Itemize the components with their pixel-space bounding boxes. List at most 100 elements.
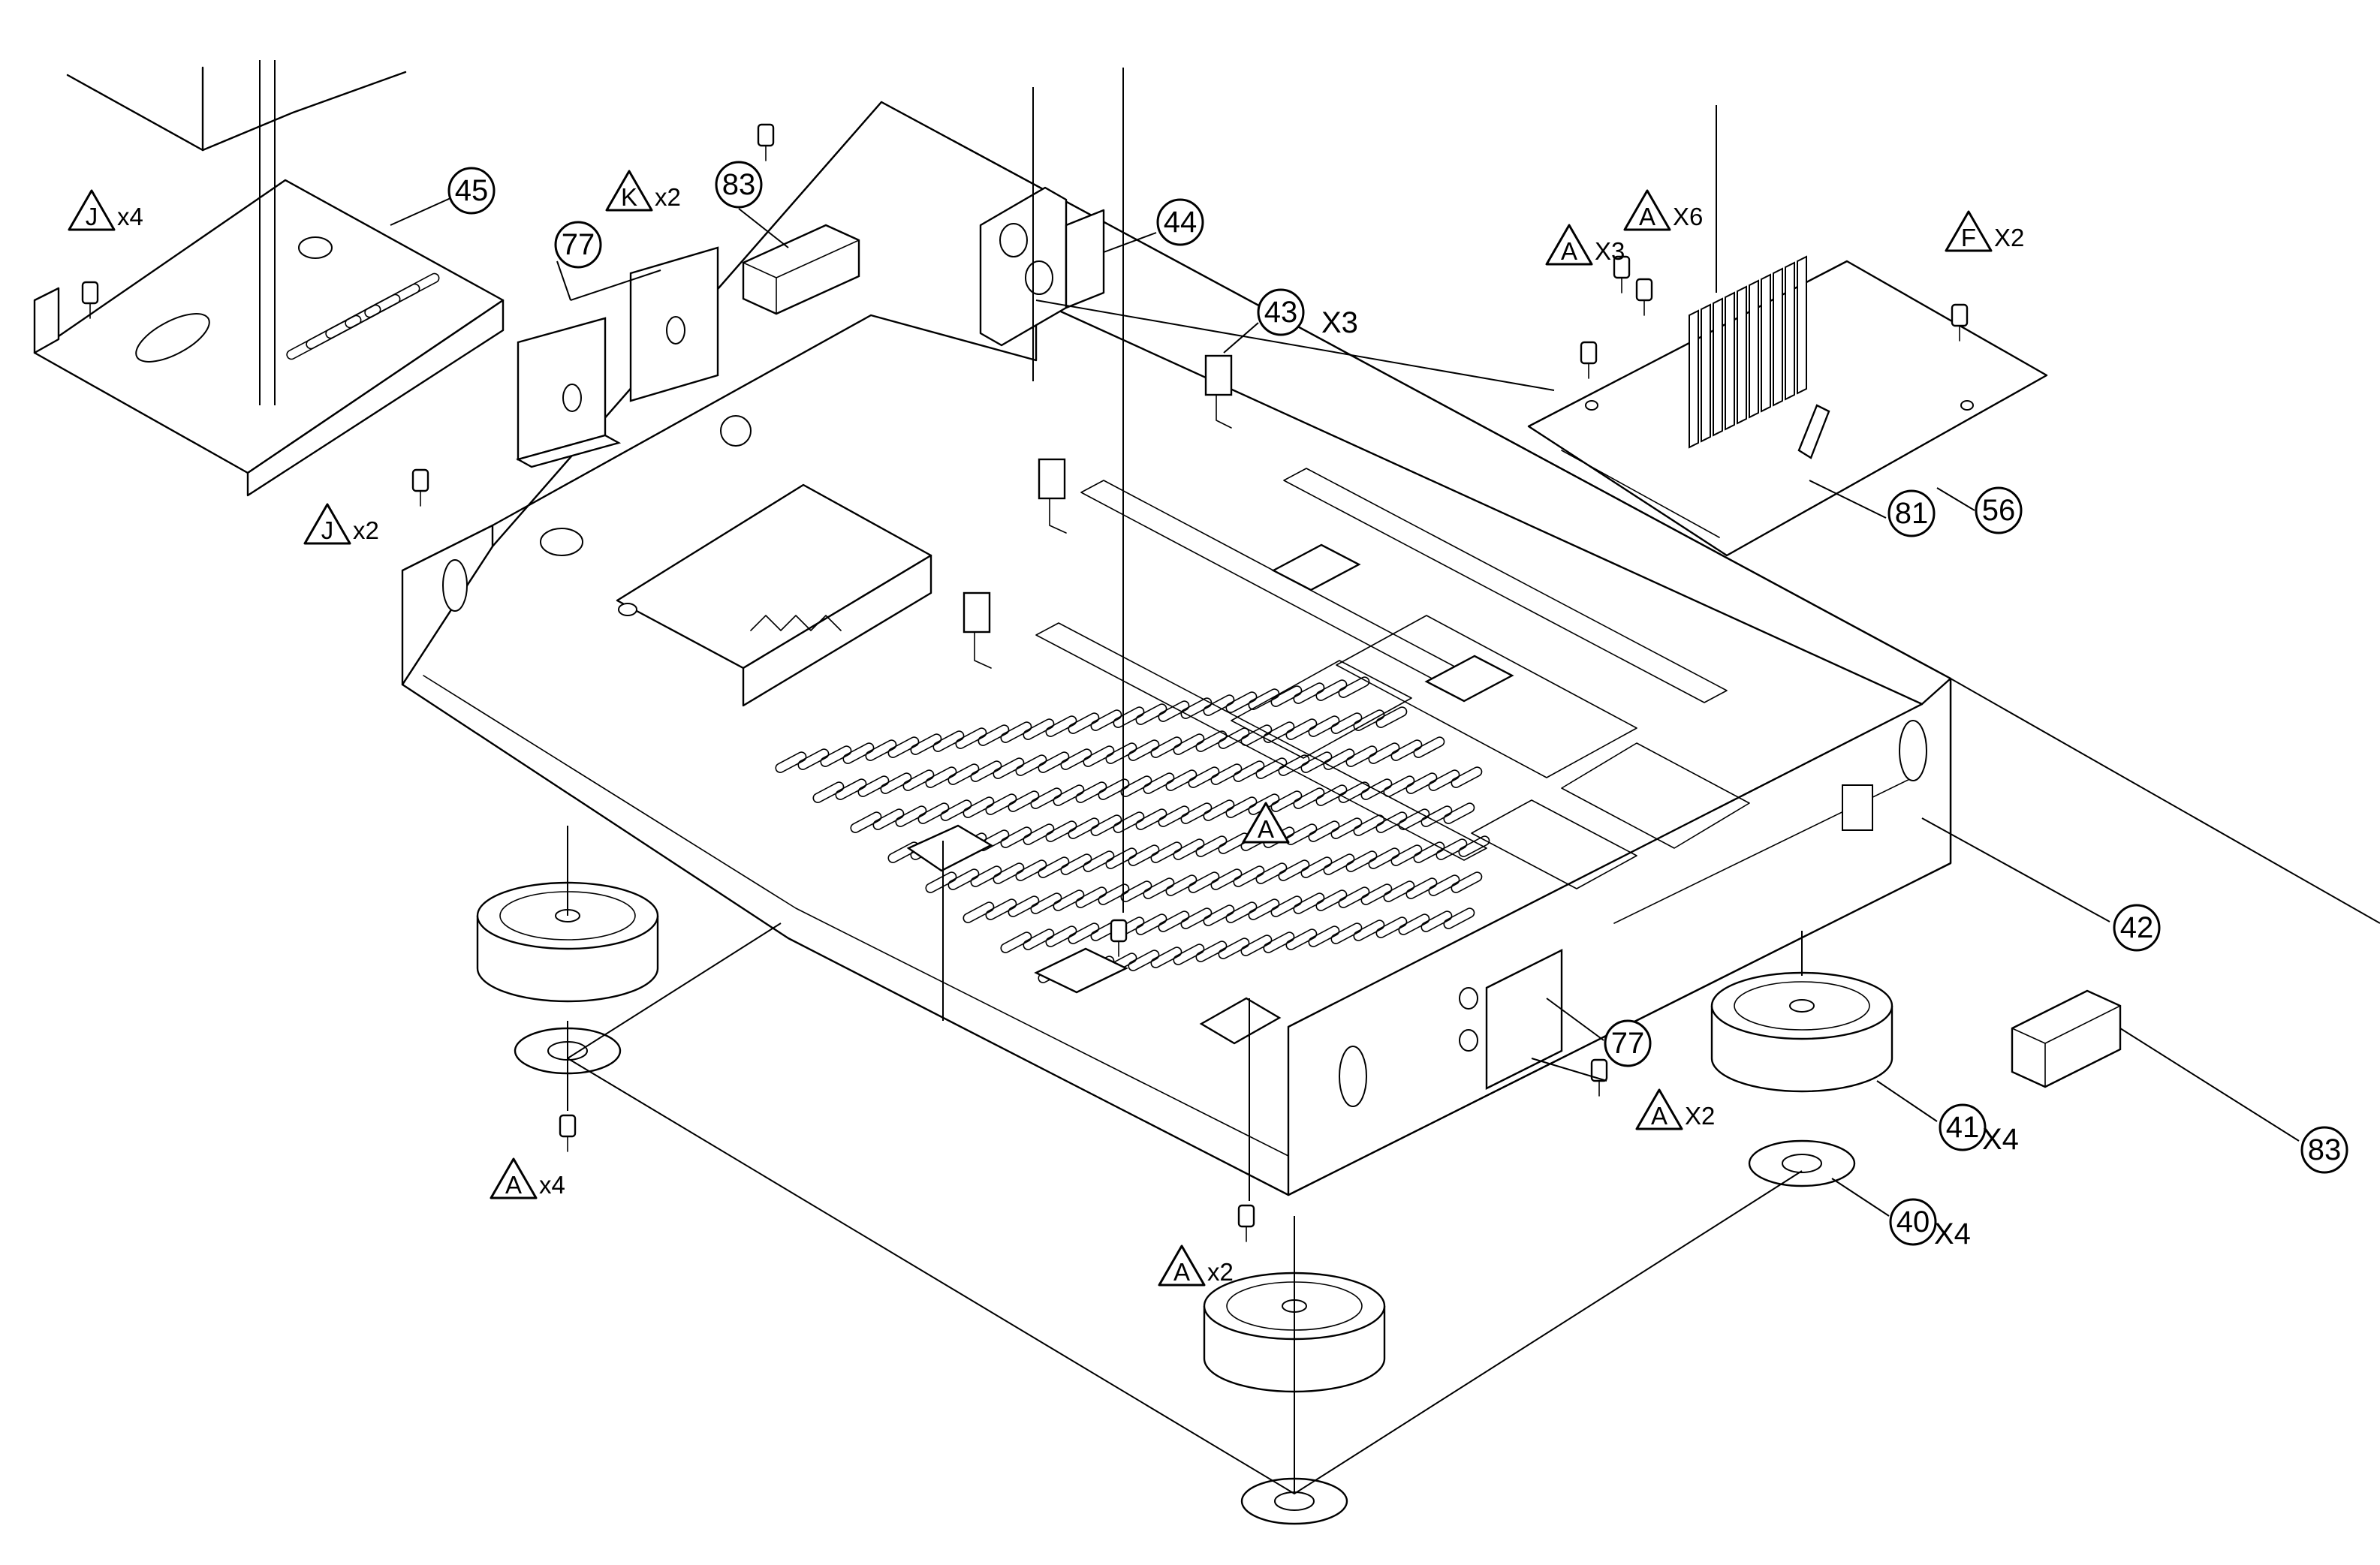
- rear-bracket-hole-2: [1025, 260, 1053, 295]
- vent-slot: [1225, 796, 1258, 818]
- leader-83: [738, 208, 789, 248]
- front-insulator-screw-1: [1459, 987, 1478, 1010]
- vent-slot: [1090, 709, 1122, 731]
- vent-slot: [1308, 820, 1340, 842]
- screw: [81, 281, 99, 319]
- base-long-slot-3: [1035, 622, 1487, 861]
- vent-slot: [1413, 736, 1445, 758]
- vent-slot: [1060, 748, 1092, 770]
- vent-slot: [1248, 688, 1280, 710]
- screw-head: [1635, 278, 1653, 302]
- base-left-bracket: [616, 483, 932, 707]
- vent-slot: [970, 760, 1002, 782]
- vent-slot: [1173, 944, 1205, 965]
- screw-head: [411, 468, 429, 492]
- vent-slot: [1023, 718, 1055, 740]
- heat-sink-fin: [1725, 291, 1735, 431]
- part-callout: 45: [447, 167, 496, 215]
- leader-lines: [259, 60, 2380, 1495]
- vent-slot: [1128, 739, 1160, 761]
- callout-number: 40: [1896, 1205, 1930, 1238]
- vent-slot: [1195, 941, 1228, 962]
- screw-head: [757, 123, 775, 147]
- vent-slot: [1075, 886, 1107, 908]
- washer-hole: [1782, 1154, 1822, 1173]
- vent-slot: [1090, 814, 1122, 836]
- vent-slot: [1060, 853, 1092, 875]
- rear-bracket-44: [979, 186, 1105, 347]
- vent-slot: [1255, 862, 1288, 884]
- vent-slot: [947, 868, 980, 890]
- vent-slot: [925, 766, 957, 788]
- rear-bracket-tab: [1065, 209, 1105, 309]
- vent-slot: [1420, 805, 1453, 827]
- heat-sink-fin: [1797, 255, 1807, 395]
- vent-slot: [895, 805, 927, 827]
- vent-slot: [1188, 766, 1220, 788]
- quantity-label: X4: [1982, 1123, 2019, 1156]
- vent-slot: [1368, 847, 1400, 869]
- vent-slot: [1135, 808, 1167, 830]
- vent-slot: [1255, 757, 1288, 779]
- chassis-connector-cutout: [1842, 784, 1873, 831]
- vent-slot: [1368, 742, 1400, 764]
- vent-slot: [1038, 751, 1070, 773]
- vent-slot: [1098, 883, 1130, 905]
- vent-slot: [857, 775, 890, 797]
- vent-slot: [1443, 802, 1475, 824]
- screw: [1237, 1204, 1255, 1242]
- vent-slot: [947, 763, 980, 785]
- heat-sink: [1689, 255, 1807, 449]
- vent-slot: [1120, 775, 1152, 797]
- left-bracket-spring-clips: [750, 615, 842, 631]
- sub-tray-45: [33, 66, 505, 497]
- foot-hole: [1789, 999, 1815, 1013]
- vent-slot: [1263, 721, 1295, 743]
- callout-number: 77: [562, 228, 595, 261]
- screw: [1110, 919, 1128, 957]
- screw: [1613, 255, 1631, 293]
- vent-slot: [1338, 781, 1370, 803]
- vent-slot: [1285, 928, 1318, 950]
- screw: [1635, 278, 1653, 316]
- heat-sink-fin: [1761, 273, 1771, 413]
- vent-slot: [1345, 745, 1378, 767]
- fastener-triangle: [1945, 210, 1993, 252]
- vent-slot: [1293, 787, 1325, 809]
- standoff-5: [1199, 997, 1282, 1045]
- vent-slot: [1218, 727, 1250, 749]
- vent-slot: [797, 748, 830, 770]
- vent-slot: [993, 757, 1025, 779]
- fastener-letter: K: [621, 183, 637, 211]
- leader-41: [1876, 1080, 1938, 1122]
- quantity-label: X3: [1321, 306, 1358, 339]
- rear-bracket-hole-1: [999, 223, 1028, 257]
- sub-tray-front: [246, 299, 505, 497]
- standoff-1: [1271, 543, 1361, 591]
- vent-slot: [1308, 715, 1340, 737]
- vent-slot: [1143, 772, 1175, 794]
- leader-83-front: [2119, 1028, 2300, 1142]
- vent-slot: [1360, 778, 1393, 800]
- vent-slot: [1195, 835, 1228, 857]
- leader-45: [390, 197, 451, 226]
- pcb-clip-3-leg: [974, 631, 992, 669]
- vent-slot: [1420, 910, 1453, 932]
- leader-40: [1831, 1178, 1890, 1217]
- vent-slot: [1225, 901, 1258, 923]
- heat-sink-fin: [1713, 297, 1723, 437]
- fastener-triangle: [605, 170, 653, 212]
- vent-slot: [1135, 703, 1167, 725]
- fastener-letter: F: [1961, 224, 1976, 251]
- pcb-clip-1: [1204, 354, 1233, 396]
- pcb-clip-1-leg: [1216, 394, 1232, 429]
- standoff-2: [1424, 655, 1514, 703]
- vent-slot: [1375, 706, 1408, 728]
- callout-circle: [1604, 1019, 1652, 1067]
